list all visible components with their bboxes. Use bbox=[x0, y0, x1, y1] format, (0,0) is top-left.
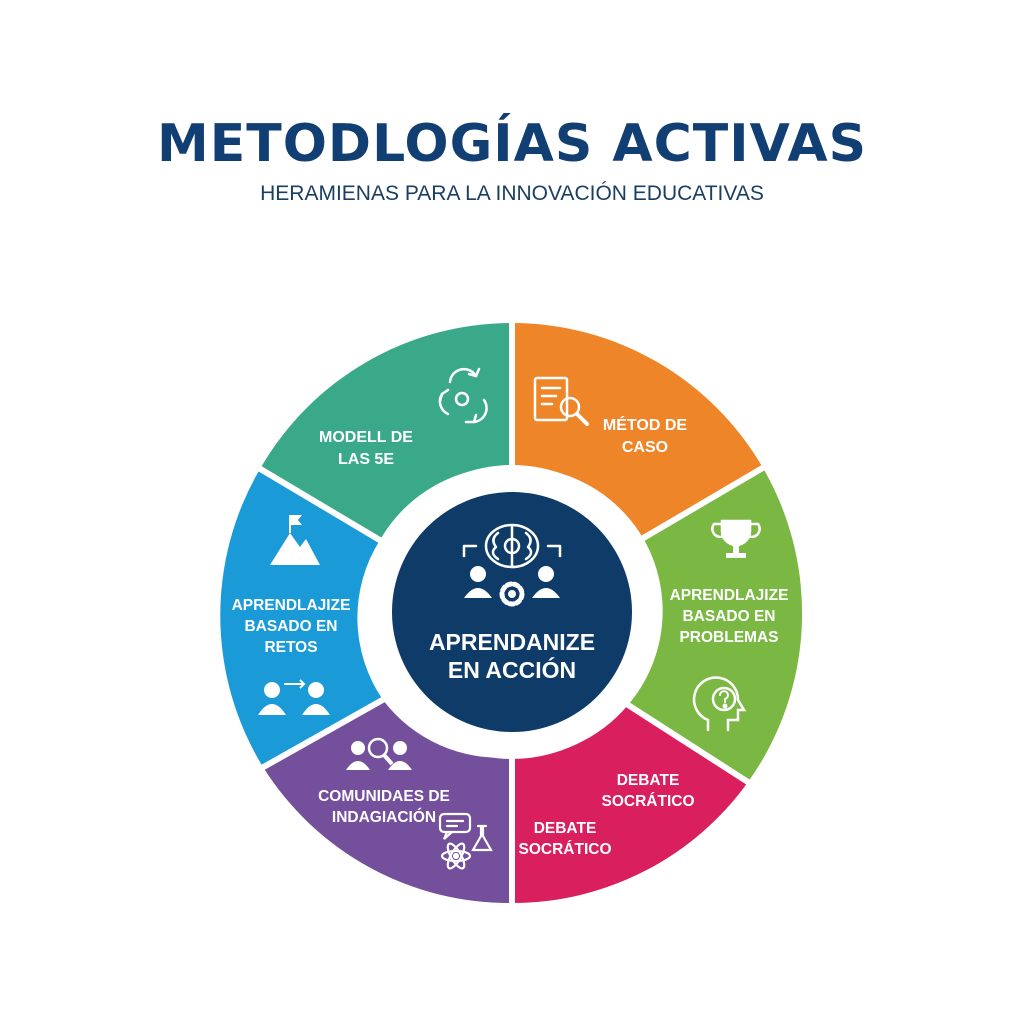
segment-dividers bbox=[255, 320, 768, 906]
page-title: METODLOGÍAS ACTIVAS bbox=[156, 114, 868, 174]
head-question-icon bbox=[692, 676, 747, 732]
problemas-label-line1: APRENDLAJIZE bbox=[670, 587, 789, 604]
segment-modelo-5e[interactable] bbox=[260, 322, 512, 540]
retos-label-line2: BASADO EN bbox=[244, 618, 337, 635]
debate-b-label-line1: DEBATE bbox=[534, 820, 597, 837]
brain-gear-people-icon bbox=[462, 523, 562, 607]
segment-problemas[interactable] bbox=[628, 468, 803, 782]
chat-atom-flask-icon bbox=[438, 812, 493, 870]
trophy-icon bbox=[711, 519, 761, 558]
modelo-label-line2: LAS 5E bbox=[338, 451, 394, 468]
segment-metodo-caso[interactable] bbox=[512, 323, 763, 538]
page-subtitle: HERAMIENAS PARA LA INNOVACIÓN EDUCATIVAS bbox=[260, 182, 764, 205]
problemas-label-line3: PROBLEMAS bbox=[679, 629, 778, 646]
debate-b-label-line2: SOCRÁTICO bbox=[519, 841, 612, 858]
retos-label-line1: APRENDLAJIZE bbox=[232, 597, 351, 614]
wheel-segments bbox=[220, 322, 803, 904]
modelo-label-line1: MODELL DE bbox=[319, 429, 413, 446]
retos-label-line3: RETOS bbox=[264, 639, 317, 656]
segment-debate-socratico[interactable] bbox=[512, 705, 748, 904]
people-search-icon bbox=[346, 737, 412, 770]
cycle-arrows-icon bbox=[438, 367, 488, 424]
comunidades-label-line1: COMUNIDAES DE bbox=[318, 788, 450, 805]
center-label-line1: APRENDANIZE bbox=[429, 629, 595, 655]
debate-a-label-line1: DEBATE bbox=[617, 772, 680, 789]
team-icon bbox=[258, 679, 330, 715]
center-label-line2: EN ACCIÓN bbox=[448, 656, 576, 683]
metodo-label-line1: MÉTOD DE bbox=[603, 415, 687, 434]
comunidades-label-line2: INDAGIACIÓN bbox=[332, 808, 436, 826]
segment-retos[interactable] bbox=[220, 469, 383, 767]
problemas-label-line2: BASADO EN bbox=[682, 608, 775, 625]
center-hub[interactable] bbox=[392, 492, 632, 732]
document-search-icon bbox=[533, 376, 589, 426]
metodo-label-line2: CASO bbox=[622, 439, 668, 456]
mountain-flag-icon bbox=[270, 515, 320, 565]
debate-a-label-line2: SOCRÁTICO bbox=[602, 793, 695, 810]
